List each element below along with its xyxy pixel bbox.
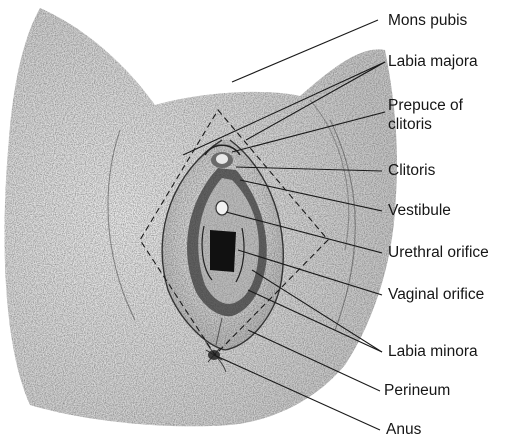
label-urethral-orifice: Urethral orifice: [388, 244, 489, 262]
label-perineum: Perineum: [384, 382, 450, 400]
urethral-orifice-shape: [216, 201, 228, 215]
label-anus: Anus: [386, 421, 421, 439]
label-mons-pubis: Mons pubis: [388, 12, 467, 30]
label-vestibule: Vestibule: [388, 202, 451, 220]
label-vaginal-orifice: Vaginal orifice: [388, 286, 484, 304]
label-labia-minora: Labia minora: [388, 343, 478, 361]
label-clitoris: Clitoris: [388, 162, 435, 180]
label-prepuce-line2: clitoris: [388, 116, 432, 134]
label-prepuce-line1: Prepuce of: [388, 97, 463, 115]
label-labia-majora: Labia majora: [388, 53, 478, 71]
